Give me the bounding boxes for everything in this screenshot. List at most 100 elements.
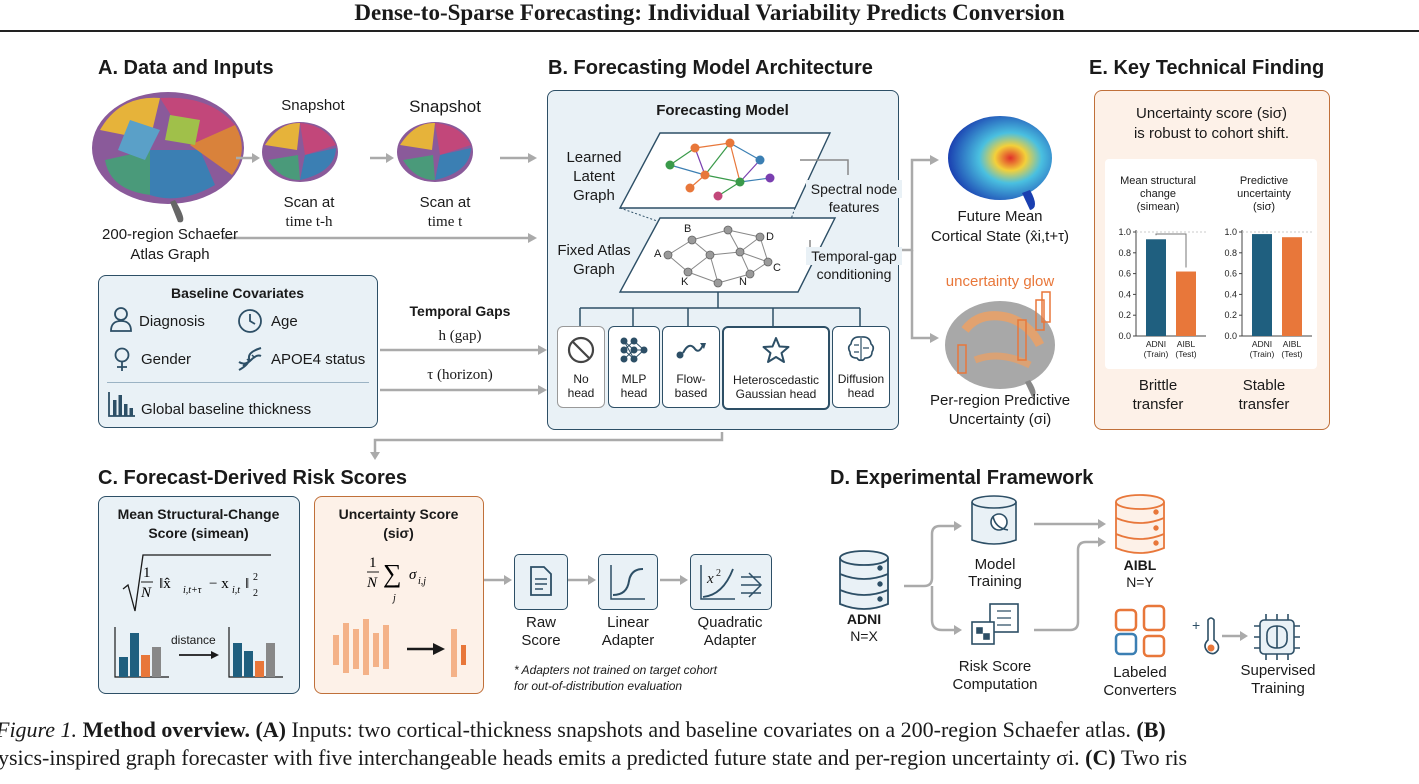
model-training-l2: Training — [968, 573, 1022, 590]
adni-n: N=X — [850, 628, 878, 644]
risk-score-l1: Risk Score — [958, 658, 1032, 675]
chart-1-ytick-label-0: 0.0 — [1224, 331, 1237, 341]
temporal-cond-label-2: conditioning — [816, 266, 892, 282]
svg-text:2: 2 — [716, 568, 721, 579]
spectral-label-2: features — [828, 199, 880, 215]
spectral-bracket — [800, 159, 849, 175]
chart-0-ytick-label-5: 1.0 — [1118, 227, 1131, 237]
panel-b-heading: B. Forecasting Model Architecture — [548, 57, 873, 79]
head-hetero-l1: Heteroscedastic — [732, 373, 820, 387]
covariate-diagnosis: Diagnosis — [139, 313, 205, 330]
latent-label-1: Learned — [566, 149, 622, 166]
chart-1-ytick-label-3: 0.6 — [1224, 269, 1237, 279]
chart-0-bar-0 — [1146, 239, 1166, 336]
head-no-l1: No — [573, 372, 589, 386]
brain-chip-icon — [1254, 614, 1300, 660]
uncertainty-bars-icon — [329, 615, 479, 690]
chart-left-title-3: (simean) — [1136, 201, 1180, 213]
svg-text:2: 2 — [253, 572, 258, 583]
chart-right-title-1: Predictive — [1239, 175, 1289, 187]
panel-d-heading: D. Experimental Framework — [830, 467, 1094, 489]
head-hetero-l2: Gaussian head — [735, 387, 817, 401]
svg-text:N: N — [366, 575, 378, 591]
labeled-l2: Converters — [1103, 682, 1177, 699]
forecasting-model-title: Forecasting Model — [656, 102, 789, 119]
node-label-n: N — [739, 276, 747, 288]
svg-text:∑: ∑ — [383, 559, 402, 588]
quadratic-adapter-l2: Adapter — [703, 632, 757, 649]
risk-score-l2: Computation — [952, 676, 1038, 693]
caption-line1-text: Inputs: two cortical-thickness snapshots… — [291, 717, 1131, 742]
caption-line-1: Figure 1. Method overview. (A) Inputs: t… — [0, 716, 1415, 743]
sigmoid-curve-icon — [609, 563, 647, 606]
supervised-l1: Supervised — [1240, 662, 1316, 679]
left-caption-2: transfer — [1132, 396, 1184, 413]
caption-line-2: ysics-inspired graph forecaster with fiv… — [0, 744, 1417, 771]
fixed-label-1: Fixed Atlas — [557, 242, 631, 259]
temporal-gaps-title: Temporal Gaps — [409, 303, 511, 319]
chart-1-category-label-0-0: ADNI — [1252, 339, 1272, 349]
head-diffusion-l1: Diffusion — [837, 372, 885, 386]
temporal-cond-label-1: Temporal-gap — [806, 247, 902, 265]
neural-net-icon — [619, 335, 649, 370]
svg-text:i,t+τ: i,t+τ — [183, 585, 202, 596]
mean-score-box: Mean Structural-Change Score (simean) 1 … — [98, 496, 300, 694]
adni-database-icon — [839, 550, 889, 610]
svg-text:σ: σ — [409, 567, 417, 583]
title-rule — [0, 30, 1419, 32]
global-thickness-label: Global baseline thickness — [141, 401, 312, 418]
labeled-l1: Labeled — [1113, 664, 1167, 681]
quadratic-curve-icon: x 2 — [699, 563, 765, 606]
panel-e-heading: E. Key Technical Finding — [1089, 57, 1325, 79]
dna-icon — [235, 344, 265, 374]
head-flow-l1: Flow- — [676, 372, 706, 386]
scan-1-time: time t-h — [285, 214, 333, 230]
chart-1-category-label-0-1: (Train) — [1250, 349, 1275, 359]
no-entry-icon — [566, 335, 596, 370]
output-arrows — [370, 155, 939, 460]
atlas-label-1: 200-region Schaefer — [102, 226, 238, 243]
document-icon — [529, 565, 553, 602]
head-flow: Flow- based — [662, 326, 720, 408]
gap-h-label: h (gap) — [438, 328, 482, 344]
covariates-divider — [107, 382, 369, 383]
chart-0-ytick-label-4: 0.8 — [1118, 248, 1131, 258]
svg-text:x: x — [706, 571, 714, 587]
plus-icon: + — [1192, 617, 1200, 633]
linear-adapter-l2: Adapter — [601, 632, 655, 649]
model-training-icon — [971, 495, 1017, 545]
raw-score-step — [514, 554, 568, 610]
labeled-converters-icon — [1114, 604, 1166, 658]
svg-text:j: j — [391, 593, 396, 604]
scan-2-time: time t — [427, 214, 463, 230]
chart-1-bar-0 — [1252, 234, 1272, 336]
chart-0-ytick-label-3: 0.6 — [1118, 269, 1131, 279]
chart-1-bar-1 — [1282, 237, 1302, 336]
node-label-k: K — [681, 276, 689, 288]
head-mlp: MLP head — [608, 326, 660, 408]
quadratic-adapter-step: x 2 — [690, 554, 772, 610]
snapshot-label-1: Snapshot — [281, 97, 345, 114]
mean-score-title-1: Mean Structural-Change — [117, 506, 280, 522]
fixed-label-2: Graph — [573, 261, 615, 278]
brain-circuit-icon — [846, 333, 876, 368]
aibl-database-icon — [1115, 494, 1165, 554]
svg-text:‖: ‖ — [245, 576, 249, 592]
head-diffusion-l2: head — [847, 386, 875, 400]
finding-chart-card — [1105, 159, 1317, 369]
unc-score-title-2: (siσ) — [383, 525, 414, 541]
linear-adapter-l1: Linear — [607, 614, 649, 631]
glow-label: uncertainty glow — [945, 273, 1055, 290]
chart-0-category-label-0-1: (Train) — [1144, 349, 1169, 359]
thermometer-icon — [1204, 617, 1220, 655]
fixed-graph-nodes — [663, 225, 773, 288]
chart-right-title-3: (siσ) — [1252, 201, 1276, 213]
risk-score-grid-icon — [971, 603, 1019, 645]
spectral-label-1: Spectral node — [806, 180, 902, 198]
chart-0-ytick-label-0: 0.0 — [1118, 331, 1131, 341]
panel-c-heading: C. Forecast-Derived Risk Scores — [98, 467, 408, 489]
latent-label-2: Latent — [573, 168, 615, 185]
